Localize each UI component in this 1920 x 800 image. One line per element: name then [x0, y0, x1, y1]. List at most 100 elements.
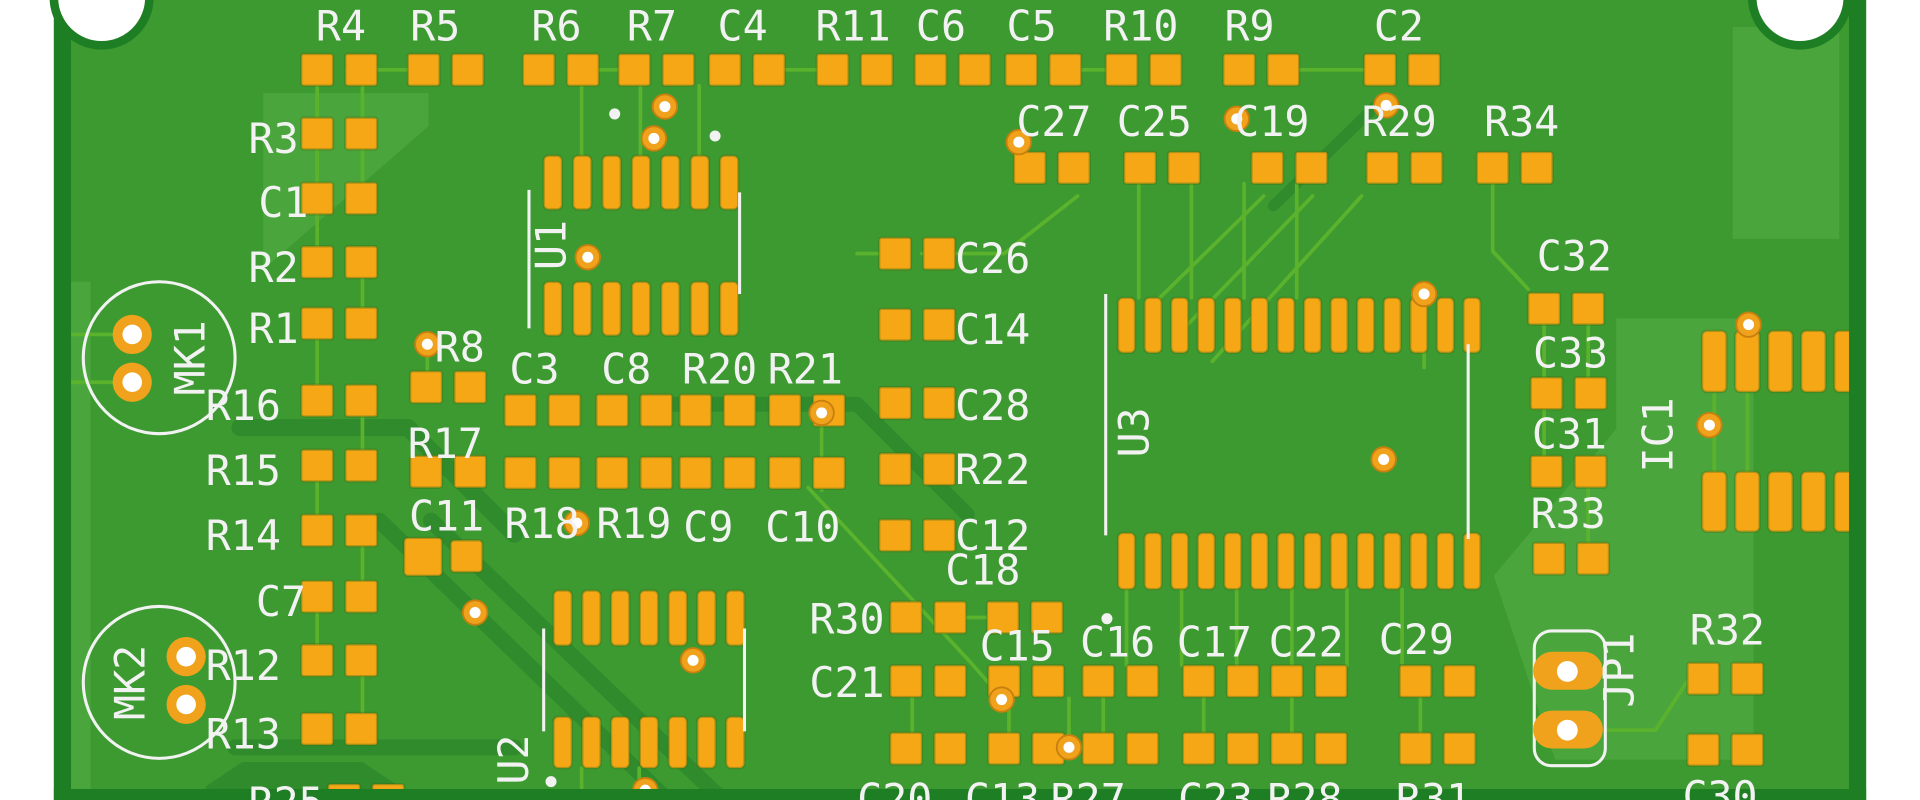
pad-C7 [344, 579, 379, 614]
via-hole [1013, 136, 1025, 148]
edge-bottom [53, 788, 1867, 800]
pad-R14 [300, 513, 335, 548]
pad-C32 [1526, 291, 1562, 326]
pad-IC1 [1700, 329, 1728, 394]
via-hole [1418, 288, 1430, 300]
pad-U3 [1116, 531, 1137, 591]
pad-U2 [581, 589, 602, 647]
silk-label: C15 [980, 621, 1055, 670]
pad-U2 [724, 715, 746, 770]
pad-C28 [922, 385, 957, 421]
pad-C9 [678, 455, 713, 491]
pad [402, 536, 444, 578]
silk-label: R30 [809, 594, 884, 643]
MK1-outline [81, 280, 237, 436]
silk-label: R3 [249, 114, 299, 163]
silk-label: C9 [683, 502, 733, 551]
signal-traces [69, 67, 1750, 800]
silk-dot [709, 130, 721, 142]
pad-U3 [1355, 296, 1376, 355]
pad-U3 [1435, 531, 1456, 591]
pad-IC1 [1800, 470, 1827, 533]
pad-R3 [300, 116, 335, 151]
silk-label: R18 [504, 499, 579, 548]
MK2-outline [81, 604, 237, 760]
pad-R3 [344, 116, 379, 151]
pad-R6 [521, 52, 556, 87]
pad-U3 [1329, 296, 1349, 355]
silk-label: R2 [249, 243, 299, 292]
pad [449, 539, 484, 574]
silk-label: R28 [1267, 774, 1342, 800]
pad-U3 [1355, 531, 1376, 591]
silk-label: R34 [1484, 97, 1559, 146]
pad-R10 [1148, 52, 1183, 87]
silk-label: R33 [1531, 489, 1606, 538]
pad-C17 [1181, 664, 1216, 699]
pad-C23 [1225, 731, 1260, 766]
via-hole [648, 132, 660, 144]
silk-label: R27 [1051, 774, 1126, 800]
pad-C22 [1269, 664, 1305, 699]
silk-label: C6 [916, 1, 966, 50]
pad-R30 [933, 600, 968, 635]
silk-label: C32 [1537, 232, 1612, 281]
MK1-hole [122, 372, 143, 393]
pad-U3 [1462, 296, 1482, 355]
silk-label: R14 [206, 511, 281, 560]
pad-U3 [1462, 531, 1482, 591]
silk-label: R17 [408, 419, 483, 468]
via-hole [1380, 99, 1392, 111]
silk-label: JP1 [1594, 633, 1643, 708]
pad-R8 [453, 369, 488, 405]
silk-label: R5 [410, 1, 460, 50]
pad-R27 [1125, 731, 1160, 766]
silk-label: C8 [601, 344, 651, 393]
silk-label: C30 [1682, 772, 1757, 800]
pad-C32 [1571, 291, 1606, 326]
pad-R32 [1686, 661, 1721, 696]
pad-C2 [1362, 52, 1398, 87]
pad-U2 [696, 589, 717, 647]
pad-C5 [1048, 52, 1083, 87]
pad-R15 [344, 448, 379, 483]
silk-label: R7 [627, 1, 677, 50]
pad-R20 [722, 393, 757, 428]
copper-zone [71, 281, 91, 789]
silk-label: C5 [1007, 1, 1057, 50]
pad-IC1 [1766, 329, 1794, 394]
pad-U3 [1435, 296, 1456, 355]
silk-label: R32 [1690, 605, 1765, 654]
silk-label: C3 [509, 344, 559, 393]
via-hole [996, 694, 1008, 706]
pad-U1 [689, 280, 711, 337]
pad-U1 [601, 154, 623, 211]
pad-C4 [707, 52, 743, 87]
pad-U2 [638, 589, 660, 647]
silk-label: C19 [1234, 97, 1309, 146]
pad-U1 [542, 280, 564, 337]
pad-C10 [767, 455, 803, 491]
silk-label: C23 [1178, 774, 1253, 800]
MK2-hole [176, 646, 196, 667]
via-hole [582, 251, 594, 263]
pad-U1 [718, 280, 740, 337]
pad-C18 [1029, 600, 1065, 635]
pad-R29 [1365, 150, 1400, 185]
pad-C29 [1442, 664, 1477, 699]
pad-U2 [638, 715, 660, 770]
via-hole [1063, 741, 1075, 753]
pad-C28 [877, 385, 913, 421]
pad-C27 [1056, 150, 1092, 185]
pad-R29 [1409, 150, 1444, 185]
silk-label: C7 [256, 577, 306, 626]
pad-R17 [408, 454, 444, 489]
pad-U2 [552, 589, 574, 647]
pad-U1 [630, 280, 652, 337]
pad-R27 [1081, 731, 1116, 766]
pad-C16 [1125, 664, 1160, 699]
silk-label: R19 [596, 499, 671, 548]
silk-label: C1 [258, 178, 308, 227]
silk-label: R6 [531, 1, 581, 50]
silk-label: R21 [768, 344, 843, 393]
